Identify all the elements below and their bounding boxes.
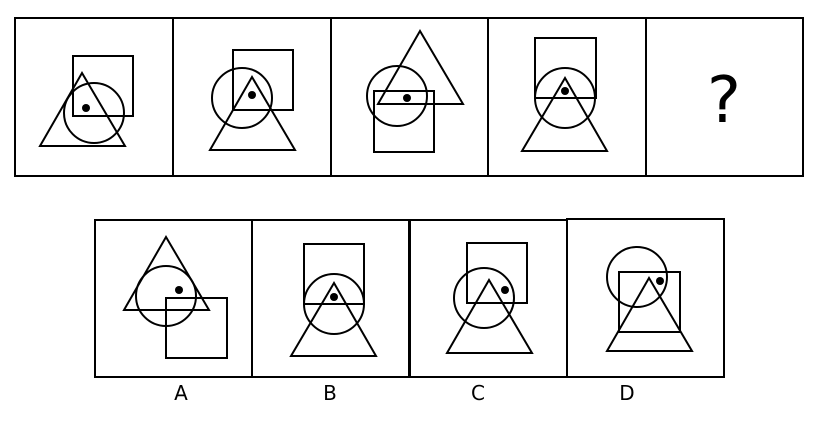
circle-shape — [534, 67, 596, 129]
dot-marker — [82, 104, 90, 112]
option-b-figure[interactable] — [289, 243, 378, 357]
dot-marker — [175, 286, 183, 294]
triangle-shape — [605, 276, 694, 352]
options-row: A B C D — [94, 218, 725, 405]
dot-marker — [501, 286, 509, 294]
dot-marker — [656, 277, 664, 285]
sequence-row: ? — [14, 17, 804, 177]
option-label-b[interactable]: B — [323, 381, 337, 405]
circle-shape — [63, 82, 125, 144]
question-mark: ? — [707, 64, 741, 138]
option-label-d[interactable]: D — [619, 381, 634, 405]
triangle-shape — [208, 75, 297, 151]
option-frame-d[interactable] — [566, 218, 725, 378]
sequence-cell-3 — [366, 29, 465, 153]
circle-shape — [211, 67, 273, 129]
square-shape — [165, 297, 228, 359]
option-label-c[interactable]: C — [471, 381, 485, 405]
option-label-a[interactable]: A — [174, 381, 188, 405]
option-c-figure[interactable] — [445, 242, 534, 354]
circle-shape — [606, 246, 668, 308]
dot-marker — [561, 87, 569, 95]
dot-marker — [403, 94, 411, 102]
square-shape — [618, 271, 681, 333]
sequence-cell-2 — [208, 49, 297, 151]
sequence-frame — [14, 17, 804, 177]
circle-shape — [366, 65, 428, 127]
option-a-figure[interactable] — [122, 235, 228, 359]
square-shape — [303, 243, 365, 305]
option-d-figure[interactable] — [605, 246, 694, 352]
triangle-shape — [38, 71, 127, 147]
square-shape — [534, 37, 597, 99]
triangle-shape — [376, 29, 465, 105]
square-shape — [232, 49, 294, 111]
sequence-cell-1 — [38, 55, 134, 147]
dot-marker — [330, 293, 338, 301]
triangle-shape — [445, 278, 534, 354]
triangle-shape — [289, 281, 378, 357]
circle-shape — [303, 273, 365, 335]
circle-shape — [453, 267, 515, 329]
triangle-shape — [520, 76, 609, 152]
square-shape — [72, 55, 134, 117]
dot-marker — [248, 91, 256, 99]
square-shape — [373, 90, 435, 153]
sequence-cell-4 — [520, 37, 609, 152]
